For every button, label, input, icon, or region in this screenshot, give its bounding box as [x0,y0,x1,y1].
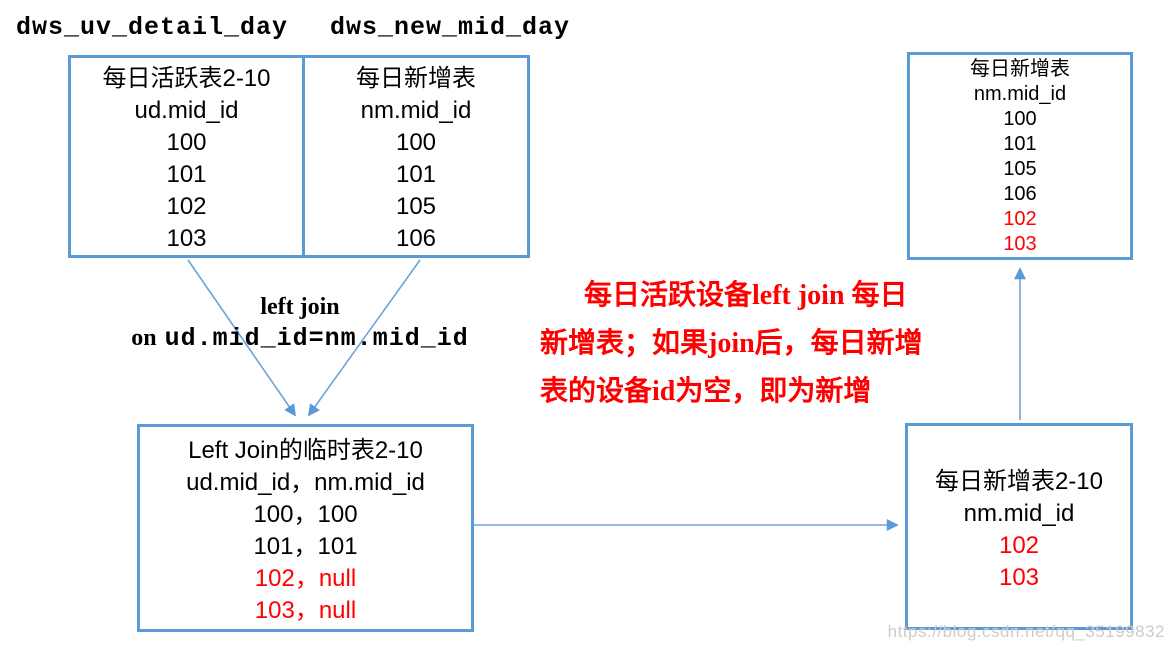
table-row: 100 [1003,108,1037,130]
table-row: 102，null [254,565,357,592]
table-row: 106 [395,225,437,252]
table-row: 105 [1003,158,1037,180]
table-row: 103 [166,225,207,252]
table-row: 100 [395,129,437,156]
table-title: 每日新增表 [970,58,1070,80]
daily-new-result-table-box: 每日新增表2-10 nm.mid_id 102 103 [905,423,1133,630]
table-column-header: nm.mid_id [963,500,1075,527]
table-name-dws-new-mid-day: dws_new_mid_day [330,13,571,42]
left-join-temp-table-box: Left Join的临时表2-10 ud.mid_id，nm.mid_id 10… [137,424,474,632]
annotation-note: 每日活跃设备left join 每日 新增表；如果join后，每日新增 表的设备… [540,272,950,416]
daily-active-table-box: 每日活跃表2-10 ud.mid_id 100 101 102 103 [68,55,305,258]
table-row: 100，100 [253,501,358,528]
table-title: 每日新增表 [356,65,476,92]
table-column-header: ud.mid_id，nm.mid_id [186,469,425,496]
table-name-dws-uv-detail-day: dws_uv_detail_day [16,13,289,42]
table-column-header: nm.mid_id [973,83,1067,105]
table-row: 101，101 [253,533,358,560]
table-row: 102 [1003,208,1037,230]
table-column-header: nm.mid_id [360,97,472,124]
table-row: 103 [998,564,1040,591]
annotation-line: 每日活跃设备left join 每日 [584,280,908,311]
daily-new-table-box: 每日新增表 nm.mid_id 100 101 105 106 [302,55,530,258]
join-arrow-from-new [307,259,421,417]
table-title: 每日新增表2-10 [934,468,1104,495]
annotation-line: 新增表；如果join后，每日新增 [540,328,923,359]
join-operation-label: left join on ud.mid_id=nm.mid_id [105,292,495,355]
table-row: 102 [998,532,1040,559]
table-row: 105 [395,193,437,220]
table-title: Left Join的临时表2-10 [188,437,423,464]
table-row: 103 [1003,233,1037,255]
table-title: 每日活跃表2-10 [102,65,271,92]
table-row: 101 [1003,133,1037,155]
join-operation-text: left join [260,294,340,320]
join-condition-code: ud.mid_id=nm.mid_id [164,324,469,353]
table-row: 101 [166,161,207,188]
table-row: 106 [1003,183,1037,205]
join-arrow-from-active [187,259,297,417]
daily-new-updated-table-box: 每日新增表 nm.mid_id 100 101 105 106 102 103 [907,52,1133,260]
table-row: 101 [395,161,437,188]
table-row: 102 [166,193,207,220]
join-condition-line: on ud.mid_id=nm.mid_id [105,322,495,355]
table-column-header: ud.mid_id [134,97,239,124]
on-keyword: on [131,325,157,351]
table-row: 103，null [254,597,357,624]
watermark: https://blog.csdn.net/qq_35199832 [887,622,1165,641]
table-row: 100 [166,129,207,156]
annotation-line: 表的设备id为空，即为新增 [540,376,872,407]
